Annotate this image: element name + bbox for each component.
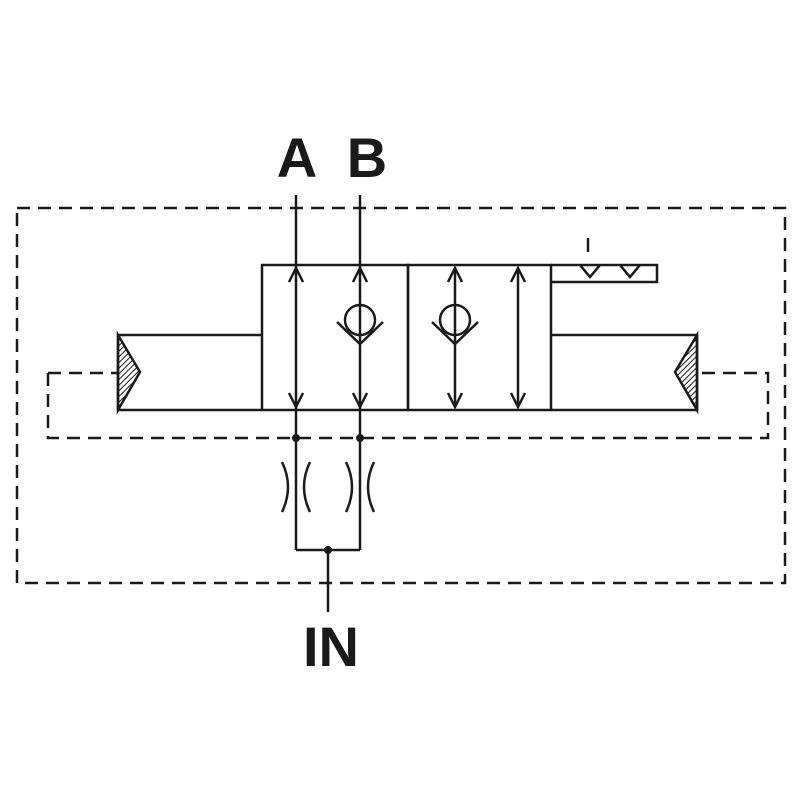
junction-dot-b: [356, 434, 364, 442]
left-hatched-wedge-icon: [116, 330, 142, 415]
flow-arrow-a-up: [287, 265, 305, 283]
check-valve-icon-right: [431, 303, 479, 346]
outer-enclosure: [15, 206, 787, 585]
inlet-line: [296, 548, 360, 612]
flow-arrow-a-down: [287, 392, 305, 410]
restrictor-a-icon: [280, 461, 312, 513]
port-b-label: B: [347, 126, 387, 189]
restrictor-b-icon: [344, 461, 376, 513]
check-valve-icon-left: [336, 303, 384, 346]
junction-dot-a: [292, 434, 300, 442]
port-a-label: A: [277, 126, 317, 189]
valve-envelope-left: [260, 263, 410, 412]
detent-notch-icon: [551, 238, 659, 284]
flow-arrow-check-down: [446, 392, 464, 410]
pilot-line: [46, 371, 770, 440]
flow-arrow-check-up: [446, 265, 464, 283]
flow-arrow-b-down: [351, 392, 369, 410]
flow-arrow-b-up: [351, 265, 369, 283]
right-hatched-wedge-icon: [673, 330, 699, 415]
flow-arrow-through-up: [509, 265, 527, 283]
port-in-label: IN: [303, 615, 359, 678]
flow-arrow-through-down: [509, 392, 527, 410]
valve-envelope-right: [406, 263, 553, 412]
junction-dot-in: [324, 546, 332, 554]
